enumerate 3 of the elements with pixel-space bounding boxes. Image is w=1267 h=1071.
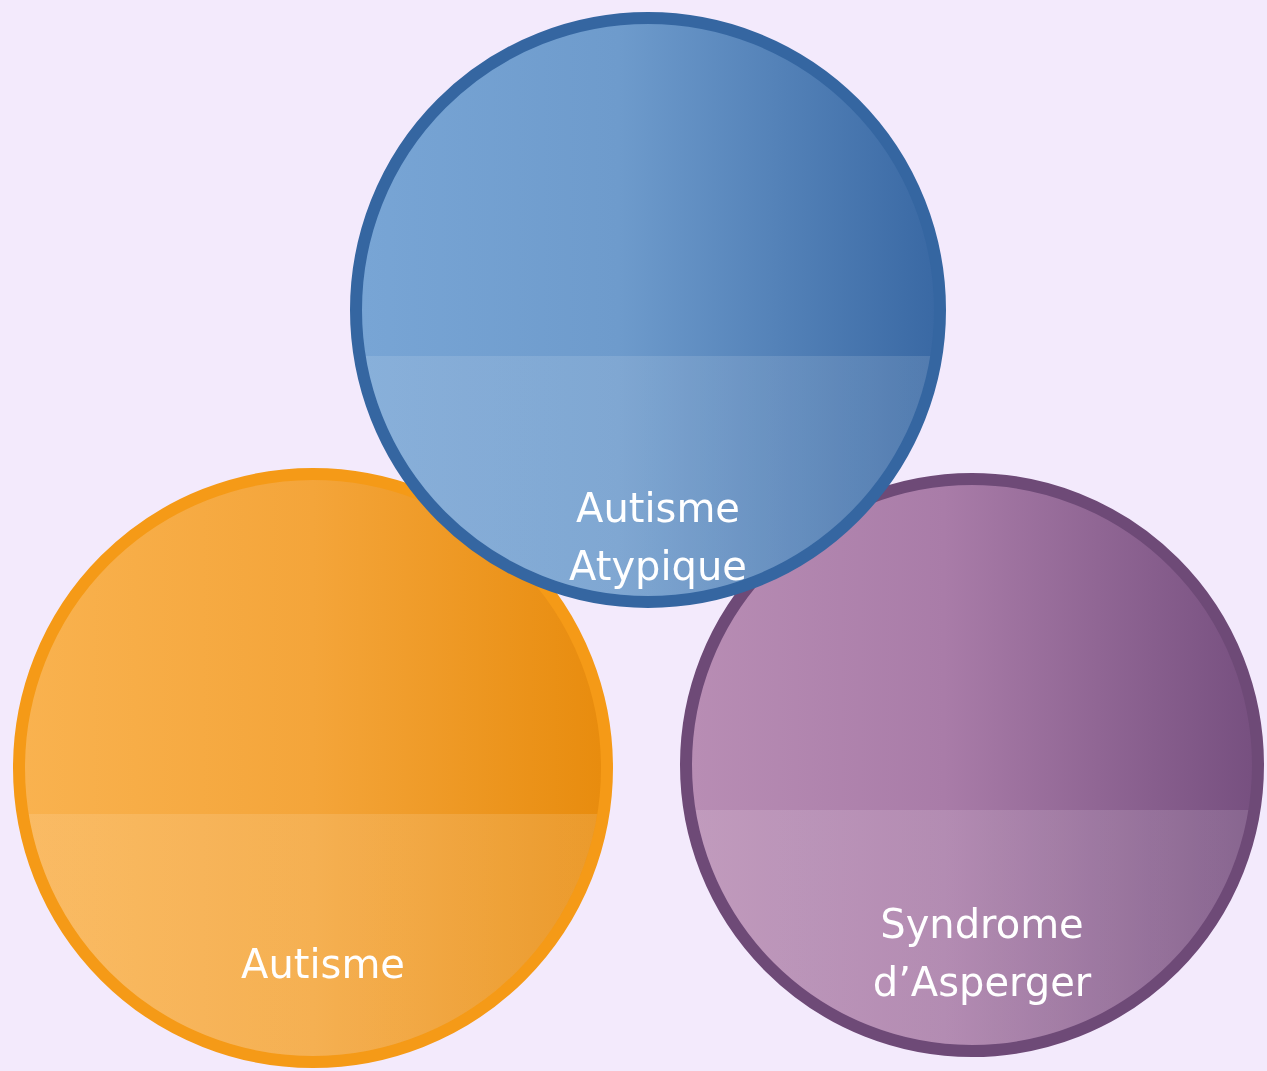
circle-label: Autisme [240,940,406,989]
circle-label: Autisme Atypique [568,484,748,591]
circle-label: Syndrome d’Asperger [871,900,1093,1007]
